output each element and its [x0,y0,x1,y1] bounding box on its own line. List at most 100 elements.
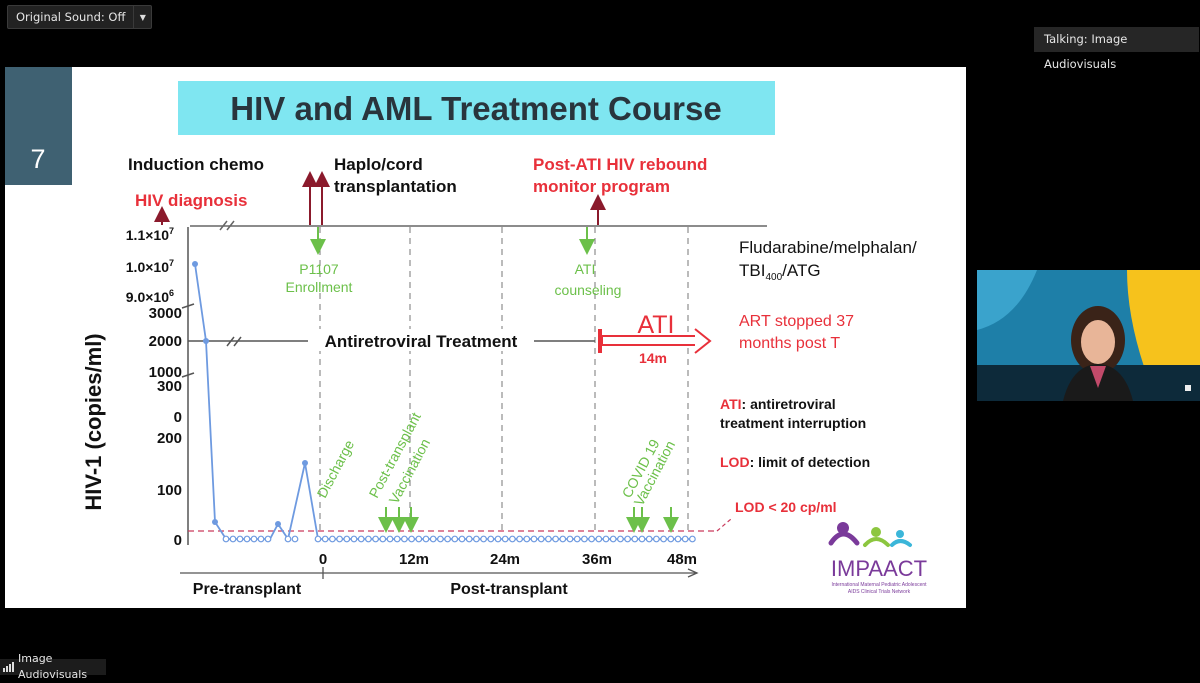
undetectable-point [545,535,552,543]
undetectable-point [653,535,660,543]
post-ati-label-1: Post-ATI HIV rebound [533,155,707,174]
undetectable-point [451,535,459,543]
undetectable-point [321,535,329,543]
data-point [203,338,209,344]
chevron-down-icon[interactable]: ▼ [133,6,151,28]
undetectable-point [243,535,251,543]
hiv-diagnosis-label: HIV diagnosis [135,191,247,210]
undetectable-point [617,535,624,543]
undetectable-point [257,535,265,543]
undetectable-point [631,535,639,543]
original-sound-label: Original Sound: Off [16,10,126,24]
impaact-wordmark: IMPAACT [831,556,927,581]
undetectable-point [444,535,452,543]
undetectable-point [365,535,372,543]
undetectable-point [250,535,258,543]
data-point [192,261,198,267]
y-tick-label: 9.0×106 [126,288,174,305]
undetectable-point [509,535,516,543]
undetectable-point [523,535,531,543]
axis-break-mark [219,220,228,231]
undetectable-point [624,535,631,543]
undetectable-point [264,535,272,543]
x-tick-label: 48m [667,551,697,568]
ati-definition-1: ATI: antiretroviral [720,396,836,412]
y-tick-label: 200 [157,430,182,447]
axis-break-mark [181,372,195,378]
undetectable-point [222,535,230,543]
data-point [212,519,218,525]
undetectable-point [609,535,617,543]
undetectable-point [689,535,696,543]
y-tick-label: 1000 [149,364,182,381]
undetectable-point [379,535,387,543]
undetectable-point [336,535,344,543]
y-tick-label: 3000 [149,305,182,322]
ati-counseling-label-2: counseling [555,282,622,298]
undetectable-point [480,535,488,543]
x-tick-label: 12m [399,551,429,568]
undetectable-point [350,535,358,543]
undetectable-point [465,535,473,543]
y-tick-label: 0 [174,532,182,549]
undetectable-point [595,535,603,543]
undetectable-point [581,535,588,543]
undetectable-point [291,535,299,543]
undetectable-point [516,535,523,543]
undetectable-point [229,535,237,543]
post-ati-label-2: monitor program [533,177,670,196]
y-tick-label: 100 [157,482,182,499]
lod-definition: LOD: limit of detection [720,454,870,470]
undetectable-point [401,535,408,543]
vaccination-arrows [378,507,679,533]
p1107-label-1: P1107 [299,261,339,277]
y-tick-labels: 1.1×107 1.0×107 9.0×106 3000 2000 1000 3… [126,226,182,549]
undetectable-point [667,535,675,543]
data-point [302,460,308,466]
undetectable-point [437,535,444,543]
slide-title: HIV and AML Treatment Course [230,90,721,127]
undetectable-point [314,535,322,543]
y-tick-label: 1.0×107 [126,258,174,275]
ati-definition-2: treatment interruption [720,415,866,431]
undetectable-point [537,535,545,543]
ati-duration: 14m [639,350,667,366]
undetectable-point [552,535,559,543]
talking-indicator: Talking: Image Audiovisuals [1034,27,1199,71]
undetectable-point [660,535,667,543]
undetectable-point [415,535,423,543]
undetectable-point [681,535,689,543]
slide-number: 7 [30,144,45,174]
undetectable-point [487,535,495,543]
logo-figures [828,522,912,547]
original-sound-button[interactable]: Original Sound: Off ▼ [7,5,153,29]
art-stopped-label-2: months post T [739,335,840,352]
impaact-tagline-2: AIDS Clinical Trials Network [848,589,911,595]
undetectable-point [343,535,351,543]
impaact-logo: IMPAACT International Maternal Pediatric… [828,522,927,595]
ati-counseling-label-1: ATI [575,261,596,277]
undetectable-point [386,535,394,543]
undetectable-points [222,535,696,543]
x-tick-label: 24m [490,551,520,568]
ati-arrow [598,328,712,354]
lod-pointer [716,518,732,532]
undetectable-point [588,535,595,543]
undetectable-point [494,535,502,543]
x-tick-label: 0 [319,551,327,568]
y-axis-label: HIV-1 (copies/ml) [81,333,106,510]
phase-arrowhead [687,568,699,578]
undetectable-point [674,535,682,543]
post-transplant-label: Post-transplant [450,581,568,598]
discharge-label: Discharge [314,437,358,500]
regimen-label-2: TBI400/ATG [739,261,821,283]
undetectable-point [602,535,610,543]
axis-break-mark [226,220,235,231]
axis-break-mark [226,336,235,347]
title-bg [178,81,775,135]
participant-video[interactable] [977,270,1200,401]
slide-canvas: 7 HIV and AML Treatment Course Induction… [5,67,927,598]
undetectable-point [638,535,646,543]
data-point [275,521,281,527]
undetectable-point [284,535,292,543]
